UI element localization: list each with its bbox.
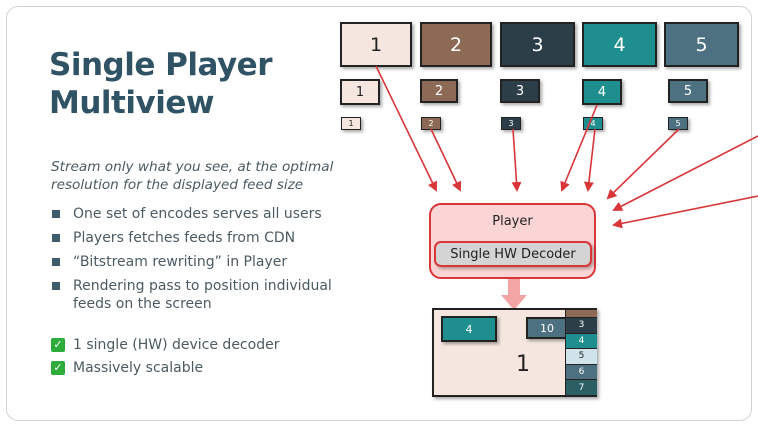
bullet-item: “Bitstream rewriting” in Player bbox=[51, 253, 361, 271]
bullet-square-icon bbox=[52, 234, 60, 242]
check-item: ✓Massively scalable bbox=[51, 359, 279, 377]
feed-small-3: 3 bbox=[501, 117, 521, 130]
check-list: ✓1 single (HW) device decoder ✓Massively… bbox=[51, 336, 279, 382]
screen-feed-strip: 3 4 5 6 7 bbox=[565, 310, 597, 396]
arrow-feed3 bbox=[511, 128, 522, 192]
screen-tile-10: 10 bbox=[526, 317, 568, 339]
arrow-ext-1 bbox=[612, 135, 758, 211]
output-arrow bbox=[501, 279, 527, 310]
bullet-square-icon bbox=[52, 258, 60, 266]
strip-tile: 4 bbox=[566, 332, 597, 349]
checkmark-icon: ✓ bbox=[51, 361, 65, 375]
slide-title: Single Player Multiview bbox=[49, 46, 273, 122]
slide-frame bbox=[6, 6, 752, 421]
arrow-feed4a bbox=[560, 104, 598, 192]
check-item: ✓1 single (HW) device decoder bbox=[51, 336, 279, 354]
arrow-feed5 bbox=[606, 128, 680, 200]
bullet-square-icon bbox=[52, 282, 60, 290]
feed-large-1: 1 bbox=[340, 22, 412, 67]
feed-medium-1: 1 bbox=[340, 79, 380, 105]
checkmark-icon: ✓ bbox=[51, 338, 65, 352]
title-line-1: Single Player bbox=[49, 47, 273, 83]
strip-tile: 5 bbox=[566, 348, 597, 364]
arrow-ext-2 bbox=[612, 195, 758, 229]
hw-decoder-box: Single HW Decoder bbox=[434, 241, 592, 267]
feed-medium-5: 5 bbox=[668, 79, 708, 103]
feed-large-4: 4 bbox=[582, 22, 657, 67]
bullet-item: One set of encodes serves all users bbox=[51, 205, 361, 223]
screen-tile-4: 4 bbox=[441, 316, 497, 342]
slide-subtitle: Stream only what you see, at the optimal… bbox=[51, 159, 334, 193]
bullet-item: Players fetches feeds from CDN bbox=[51, 229, 361, 247]
screen-main-label: 1 bbox=[516, 352, 530, 377]
bullet-list: One set of encodes serves all users Play… bbox=[51, 205, 361, 319]
feed-small-5: 5 bbox=[668, 117, 688, 130]
strip-tile: 3 bbox=[566, 317, 597, 333]
strip-tile: 7 bbox=[566, 379, 597, 395]
feed-medium-3: 3 bbox=[500, 79, 540, 103]
feed-large-5: 5 bbox=[664, 22, 739, 67]
feed-large-3: 3 bbox=[500, 22, 575, 67]
strip-tile: 6 bbox=[566, 363, 597, 380]
arrow-feed2 bbox=[430, 128, 462, 192]
arrow-feed1 bbox=[375, 65, 438, 192]
arrow-feed4b bbox=[583, 128, 596, 192]
title-line-2: Multiview bbox=[49, 85, 215, 121]
bullet-square-icon bbox=[52, 210, 60, 218]
bullet-item: Rendering pass to position individual fe… bbox=[51, 277, 361, 313]
feed-medium-2: 2 bbox=[420, 79, 458, 103]
player-label: Player bbox=[492, 214, 533, 229]
feed-medium-4: 4 bbox=[582, 79, 622, 105]
strip-top-tile bbox=[566, 310, 597, 317]
feed-large-2: 2 bbox=[420, 22, 492, 67]
feed-small-1: 1 bbox=[341, 117, 361, 130]
